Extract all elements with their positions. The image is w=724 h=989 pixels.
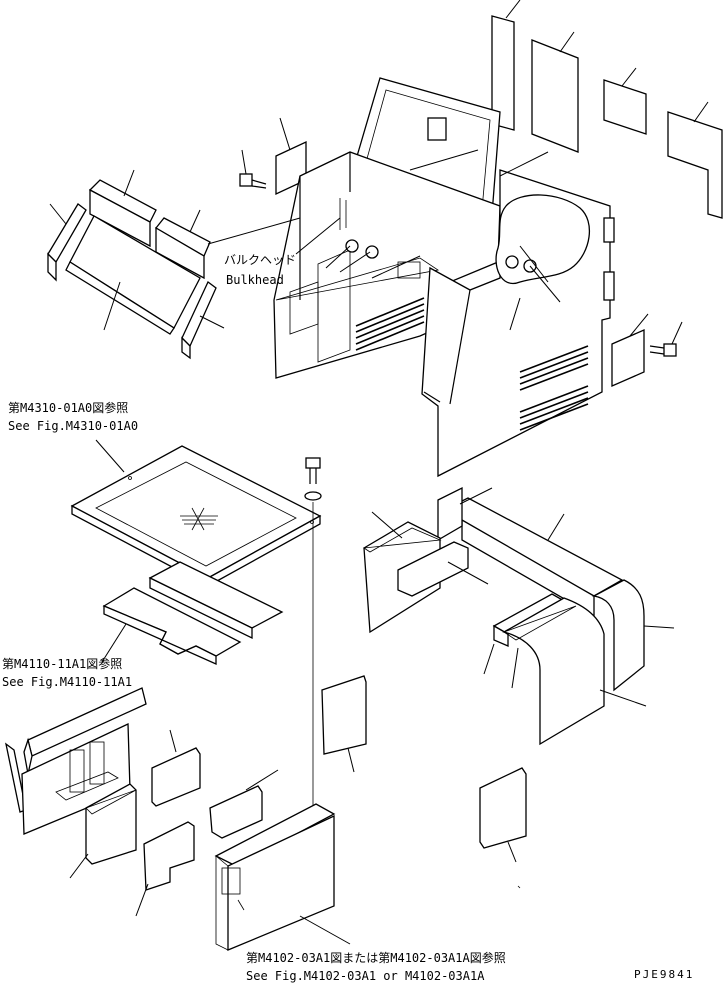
pad-left-seat: [65, 215, 201, 335]
leader-bulkhead: [295, 217, 341, 255]
pad-left-side-2: [181, 280, 225, 360]
pad-left-back-2: [155, 209, 211, 280]
bulkhead-label-en: Bulkhead: [226, 273, 284, 287]
ref2-label-jp: 第M4110-11A1図参照: [2, 656, 122, 671]
leader-bulkhead-2: [207, 217, 301, 245]
pad-right-bar: [437, 486, 493, 542]
ref1-label-jp: 第M4310-01A0図参照: [8, 400, 128, 415]
leader-ref2: [101, 623, 127, 663]
small-cover-plate-right: [611, 313, 649, 387]
ref3-label-jp: 第M4102-03A1図または第M4102-03A1A図参照: [246, 950, 506, 965]
bolt-center: [304, 457, 322, 808]
pad-right-small: [397, 541, 489, 597]
drawing-code: PJE9841: [634, 968, 694, 981]
right-side-cover: [421, 151, 615, 478]
leader-seat: [103, 281, 121, 331]
vent-right: [519, 345, 589, 431]
pad-top-1: [491, 0, 521, 131]
ref2-label-en: See Fig.M4110-11A1: [2, 675, 132, 689]
lower-panel: [214, 803, 336, 951]
pad-lower-2: [209, 769, 279, 839]
leader-ref1: [95, 439, 125, 473]
bulkhead-label-jp: バルクヘッド: [224, 253, 296, 267]
leader-ref3: [299, 915, 351, 945]
pad-top-2: [531, 31, 579, 153]
pad-left-back-1: [88, 169, 157, 248]
pad-left-side-1: [47, 203, 87, 282]
ref3-label-en: See Fig.M4102-03A1 or M4102-03A1A: [246, 969, 485, 983]
pad-bottom-right: [479, 767, 527, 889]
main-cover-body: [273, 151, 501, 379]
pad-top-4: [667, 101, 723, 219]
pad-frame-1: [69, 783, 137, 879]
pad-under-floor: [148, 561, 284, 640]
bolt-right: [649, 321, 683, 357]
floor-plate-mark: [180, 507, 218, 531]
bolt-upper-left: [239, 149, 267, 189]
vent-left: [355, 297, 425, 351]
pad-right-corner: [592, 579, 675, 692]
pad-right-front-2: [502, 597, 647, 746]
floor-plate: [70, 445, 322, 588]
pad-lower-3: [135, 821, 195, 917]
pad-floor-mat: [102, 587, 242, 666]
pad-top-3: [603, 67, 647, 135]
pad-lower-4: [321, 675, 367, 773]
left-frame: [5, 687, 147, 835]
pad-lower-1: [151, 729, 201, 807]
ref1-label-en: See Fig.M4310-01A0: [8, 419, 138, 433]
